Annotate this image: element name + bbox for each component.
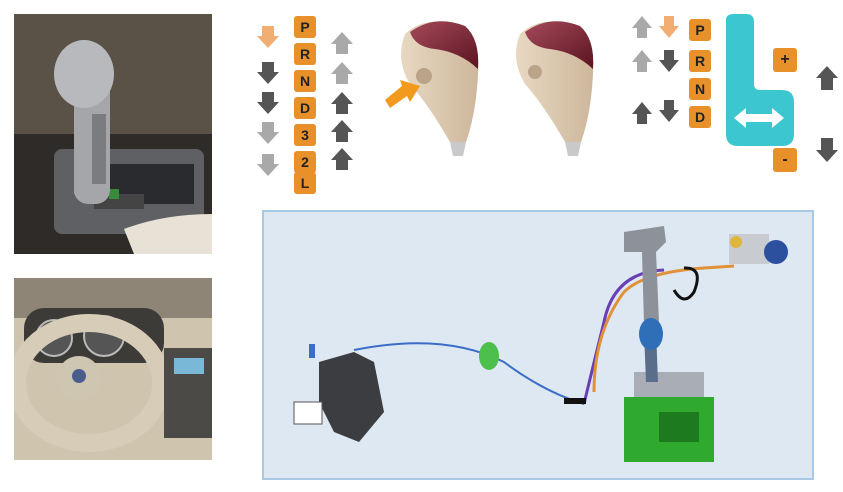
gear-badge-r-right: R [689, 50, 711, 72]
arrows-right-group [632, 16, 679, 124]
up-arrows-left [331, 32, 353, 170]
dashboard-photo-art [14, 278, 212, 460]
arrow-up-icon [331, 32, 353, 54]
gear-badge-n-right: N [689, 78, 711, 100]
arrow-down-icon [659, 100, 679, 122]
arrow-down-icon [257, 62, 279, 84]
gear-badge-3: 3 [294, 124, 316, 146]
arrow-down-icon [816, 138, 838, 162]
shift-knobs [385, 21, 594, 156]
arrow-up-icon [331, 148, 353, 170]
gear-badge-p-right: P [689, 19, 711, 41]
arrow-up-icon [632, 102, 652, 124]
assembly-diagram-art [293, 226, 788, 462]
arrow-up-icon [632, 50, 652, 72]
down-arrows-left [257, 26, 279, 176]
plus-badge: + [773, 48, 797, 72]
dashboard-photo [14, 278, 212, 460]
minus-badge: - [773, 148, 797, 172]
gear-badge-2: 2 [294, 151, 316, 173]
arrow-down-icon [659, 16, 679, 38]
arrow-up-icon [331, 120, 353, 142]
arrow-up-icon [816, 66, 838, 90]
arrow-down-icon [257, 122, 279, 144]
arrow-down-icon [659, 50, 679, 72]
shifter-photo-art [14, 14, 212, 254]
arrow-up-icon [331, 92, 353, 114]
arrow-up-icon [632, 16, 652, 38]
gear-badge-r: R [294, 43, 316, 65]
shifter-photo [14, 14, 212, 254]
arrow-down-icon [257, 92, 279, 114]
gear-badge-n: N [294, 70, 316, 92]
arrow-down-icon [257, 26, 279, 48]
shift-cable-assembly-diagram [262, 210, 814, 480]
arrow-up-icon [331, 62, 353, 84]
shift-knob [516, 21, 594, 156]
gear-badge-d-right: D [689, 106, 711, 128]
gear-badge-p: P [294, 16, 316, 38]
shift-knob-with-button [401, 21, 479, 156]
double-arrow-icon [734, 108, 784, 128]
gear-badge-d: D [294, 97, 316, 119]
plus-minus-arrows [816, 66, 838, 162]
manual-gate-shape [726, 14, 794, 146]
arrow-right-icon [385, 80, 420, 108]
gear-badge-l: L [294, 172, 316, 194]
arrow-down-icon [257, 154, 279, 176]
